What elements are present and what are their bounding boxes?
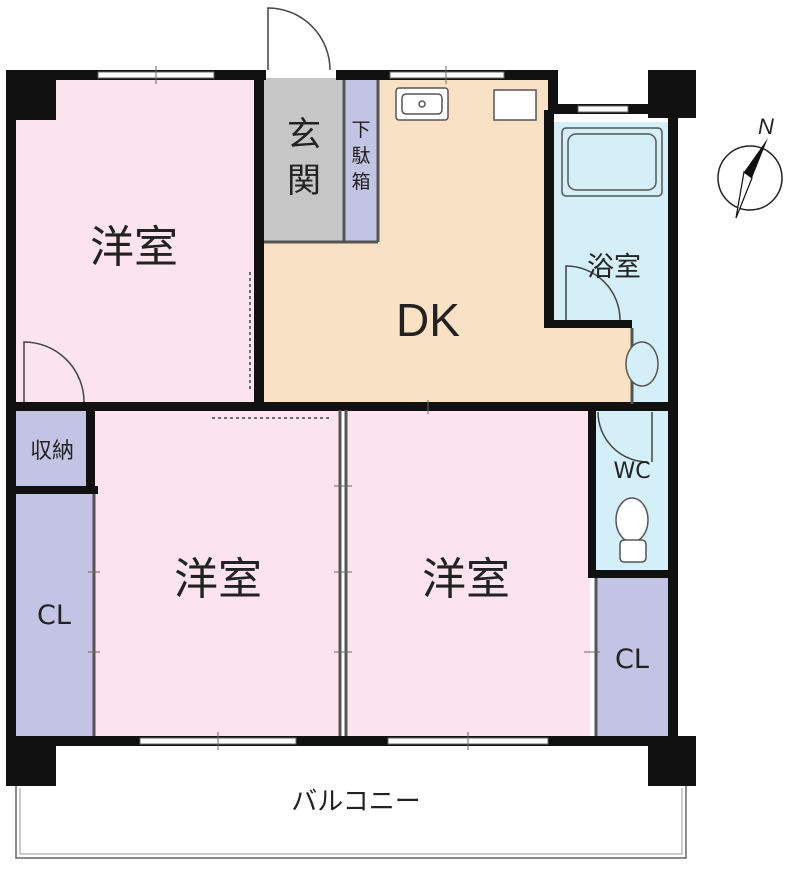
balcony-rail <box>15 784 687 859</box>
room-label-western-bottom-mid: 洋室 <box>174 554 262 605</box>
room-label-entrance-1: 玄 <box>287 115 321 155</box>
room-label-dk: DK <box>396 294 460 346</box>
balcony-label: バルコニー <box>291 787 420 817</box>
kitchen-sink-icon <box>395 87 449 121</box>
bathtub-icon <box>561 127 663 197</box>
room-label-cl-right: CL <box>615 644 649 675</box>
interior-walls <box>6 78 670 578</box>
room-label-bath: 浴室 <box>587 252 641 283</box>
toilet-icon <box>615 497 649 563</box>
room-label-storage: 収納 <box>30 439 74 464</box>
window-ticks <box>155 66 469 750</box>
room-label-shoe-box-1: 下 <box>351 119 370 141</box>
thin-walls <box>92 80 634 736</box>
room-label-shoe-box-2: 駄 <box>351 145 370 167</box>
sliding-door-ticks <box>88 400 600 653</box>
western-room-top-left[interactable] <box>14 78 264 404</box>
room-label-cl-left: CL <box>37 600 71 631</box>
stove-icon <box>493 89 537 121</box>
room-label-shoe-box-3: 箱 <box>351 171 370 193</box>
shoe-box-area[interactable] <box>344 78 378 242</box>
storage-area[interactable] <box>14 410 94 486</box>
room-label-wc: WC <box>613 459 650 484</box>
compass-north-label: N <box>758 114 774 139</box>
closet-right-area[interactable] <box>596 578 668 736</box>
western-room-bottom-right[interactable] <box>346 410 590 736</box>
balcony-rail-inner <box>19 788 683 855</box>
doors <box>23 7 653 463</box>
washbasin-icon <box>625 341 659 387</box>
room-label-entrance-2: 関 <box>287 161 321 201</box>
entrance-area[interactable] <box>264 78 344 242</box>
room-label-western-top-left: 洋室 <box>90 222 178 273</box>
western-room-bottom-mid[interactable] <box>94 410 340 736</box>
room-label-western-bottom-right: 洋室 <box>422 554 510 605</box>
closet-left-area[interactable] <box>14 492 94 736</box>
compass-icon <box>717 138 783 219</box>
